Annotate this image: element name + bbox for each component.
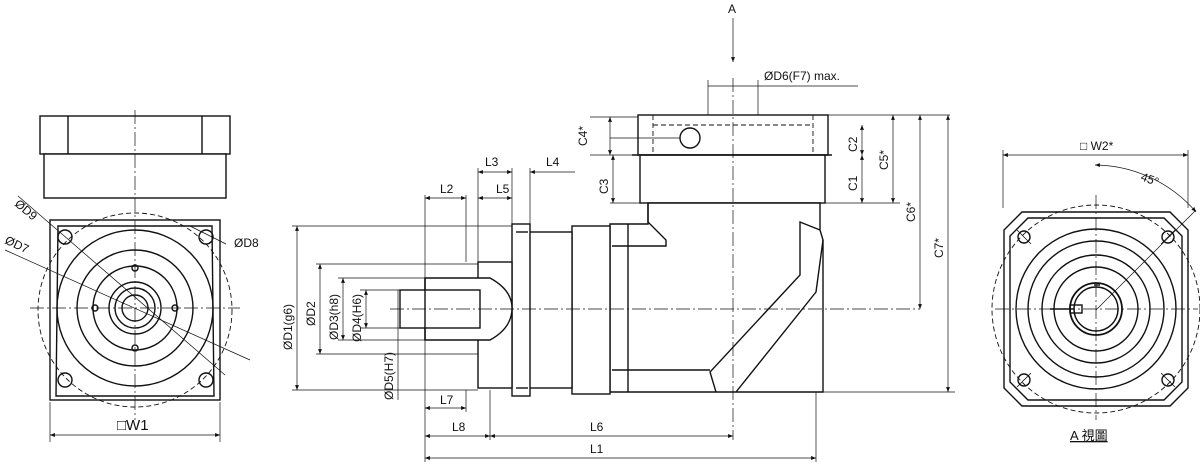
label-w2: □ W2* <box>1080 139 1114 153</box>
label-l4: L4 <box>546 155 560 169</box>
label-d2: ØD2 <box>304 301 318 326</box>
label-c5: C5* <box>877 150 891 170</box>
label-c2: C2 <box>846 136 860 152</box>
label-l1: L1 <box>590 442 604 456</box>
label-angle: 45° <box>1139 170 1161 189</box>
label-c7: C7* <box>932 238 946 258</box>
label-c4: C4* <box>576 126 590 146</box>
label-c3: C3 <box>597 178 611 194</box>
label-view-caption: A 視圖 <box>1070 428 1108 443</box>
left-corner-hole <box>198 372 214 388</box>
gearbox-body <box>609 202 824 393</box>
label-l6: L6 <box>590 420 604 434</box>
label-d7: ØD7 <box>3 233 32 256</box>
center-view: A ØD6(F7) max. <box>281 2 955 462</box>
label-view-arrow: A <box>728 2 736 16</box>
right-corner-hole <box>1161 373 1175 387</box>
center-mid-block <box>639 154 826 204</box>
label-d3: ØD3(h8) <box>327 294 341 340</box>
left-corner-hole <box>57 372 73 388</box>
label-d1: ØD1(g6) <box>281 304 295 350</box>
left-view: □W1 ØD9 ØD8 ØD7 <box>3 110 259 442</box>
label-c1: C1 <box>846 175 860 191</box>
output-flange-face <box>511 223 531 397</box>
label-l3: L3 <box>485 155 499 169</box>
left-corner-hole <box>198 229 214 245</box>
right-flange-square <box>1003 211 1189 407</box>
output-flange-ring <box>571 225 611 395</box>
label-c6: C6* <box>904 202 918 222</box>
right-corner-hole <box>1161 230 1175 244</box>
label-d5: ØD5(H7) <box>382 352 396 400</box>
label-l2: L2 <box>440 182 454 196</box>
label-w1: □W1 <box>117 417 149 434</box>
right-corner-hole <box>1017 230 1031 244</box>
label-d9: ØD9 <box>12 197 40 224</box>
left-corner-hole <box>57 229 73 245</box>
right-corner-hole <box>1017 373 1031 387</box>
label-l8: L8 <box>452 420 466 434</box>
label-l7: L7 <box>440 393 454 407</box>
label-d6: ØD6(F7) max. <box>764 69 840 83</box>
output-flange <box>527 231 573 389</box>
label-l5: L5 <box>496 182 510 196</box>
label-d8: ØD8 <box>234 236 259 250</box>
label-d4: ØD4(H6) <box>350 294 364 342</box>
right-view: □ W2* 45° A 視圖 <box>991 139 1200 443</box>
